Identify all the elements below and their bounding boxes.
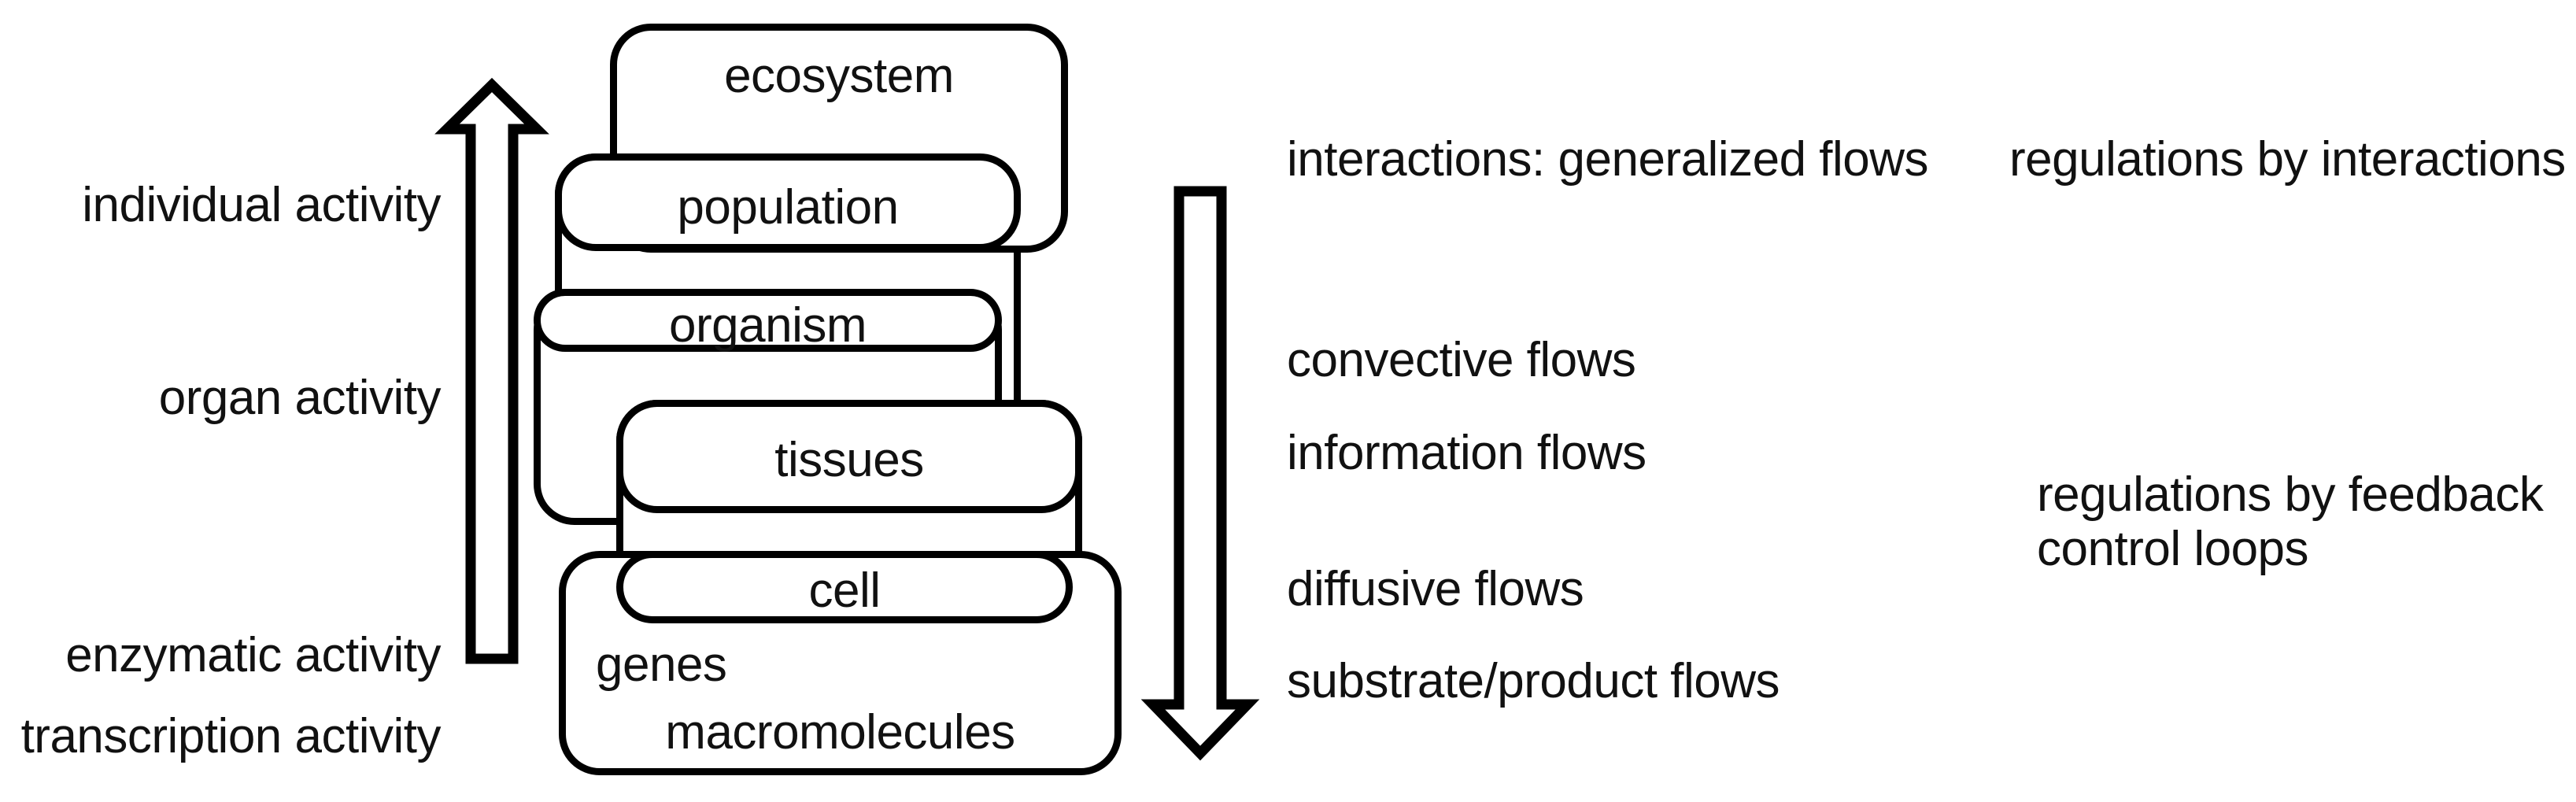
level-box-organism: organism bbox=[534, 289, 1002, 353]
label-information-flows: information flows bbox=[1287, 426, 1646, 480]
label-control-loops: control loops bbox=[2037, 522, 2309, 576]
label-convective-flows: convective flows bbox=[1287, 333, 1636, 387]
level-label-organism: organism bbox=[669, 298, 867, 353]
level-label-genes: genes bbox=[596, 638, 727, 692]
level-label-ecosystem: ecosystem bbox=[724, 49, 954, 103]
label-substrate-product-flows: substrate/product flows bbox=[1287, 654, 1780, 708]
flows-scale-down-arrow bbox=[1140, 186, 1260, 761]
level-box-cell: cell bbox=[616, 551, 1073, 623]
label-regulations-by-interactions: regulations by interactions bbox=[2009, 132, 2566, 187]
level-label-tissues: tissues bbox=[774, 433, 924, 487]
label-generalized-flows: interactions: generalized flows bbox=[1287, 132, 1929, 187]
label-diffusive-flows: diffusive flows bbox=[1287, 562, 1584, 616]
level-box-population: population bbox=[555, 153, 1021, 251]
label-transcription-activity: transcription activity bbox=[20, 709, 442, 763]
label-regulations-by-feedback: regulations by feedback bbox=[2037, 468, 2544, 522]
level-label-cell: cell bbox=[808, 564, 881, 618]
label-individual-activity: individual activity bbox=[82, 178, 441, 232]
level-label-macromolecules: macromolecules bbox=[665, 705, 1015, 759]
level-label-population: population bbox=[677, 180, 899, 235]
label-enzymatic-activity: enzymatic activity bbox=[65, 628, 441, 682]
level-box-tissues: tissues bbox=[616, 400, 1082, 513]
activity-scale-up-arrow bbox=[434, 77, 549, 664]
label-organ-activity: organ activity bbox=[158, 371, 442, 425]
